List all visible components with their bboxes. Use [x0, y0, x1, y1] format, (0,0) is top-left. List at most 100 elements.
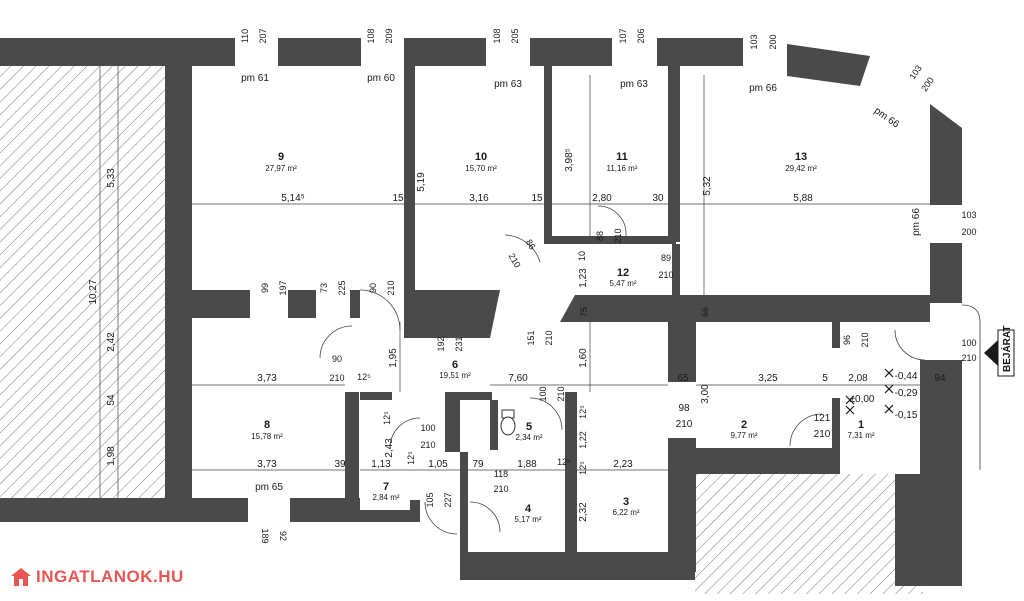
dim-label: 88	[595, 231, 605, 241]
room-area: 2,34 m²	[515, 433, 542, 442]
dim-label: 90	[332, 354, 342, 364]
dimension-lines	[99, 66, 930, 498]
dim-label: 2,80	[592, 193, 612, 204]
room-number: 3	[623, 496, 629, 508]
room-area: 15,70 m²	[465, 164, 497, 173]
dim-label: 86	[524, 238, 538, 252]
room-number: 1	[858, 419, 864, 431]
room-8: 815,78 m²	[251, 419, 283, 441]
dim-label: 5,14⁵	[281, 193, 305, 204]
dim-label: 89	[661, 253, 671, 263]
dim-label: 96	[842, 335, 852, 345]
dim-label: 100	[961, 338, 976, 348]
dim-label: 2,08	[848, 373, 868, 384]
room-6: 619,51 m²	[439, 359, 471, 380]
dim-label: 121	[814, 413, 831, 424]
dim-label: 200	[919, 75, 936, 93]
dim-label: 210	[493, 484, 508, 494]
dim-label: 12⁵	[406, 451, 416, 465]
dim-label: 30	[652, 193, 664, 204]
dim-label: 1,22	[578, 431, 588, 449]
room-2: 29,77 m²	[730, 419, 757, 440]
room-number: 11	[616, 151, 628, 163]
dim-label: 5,33	[106, 168, 117, 188]
dim-label: 79	[472, 459, 484, 470]
dim-label: pm 61	[241, 73, 269, 84]
dim-label: 3,73	[257, 373, 277, 384]
entrance-label: BEJÁRAT	[1000, 326, 1013, 372]
dim-label: 209	[384, 28, 394, 43]
room-area: 6,22 m²	[612, 508, 639, 517]
dim-label: 210	[658, 270, 673, 280]
dim-label: 3,73	[257, 459, 277, 470]
dim-label: -0,15	[895, 410, 918, 421]
room-12: 125,47 m²	[609, 267, 636, 288]
room-number: 13	[795, 151, 807, 163]
room-area: 11,16 m²	[607, 164, 638, 173]
room-area: 29,42 m²	[785, 164, 817, 173]
dim-label: pm 63	[494, 79, 522, 90]
dim-label: pm 60	[367, 73, 395, 84]
dim-label: 210	[961, 353, 976, 363]
dim-label: 5,19	[416, 172, 427, 192]
dim-label: 3,00	[700, 384, 711, 404]
dim-label: 189	[260, 528, 270, 543]
dim-label: 207	[258, 28, 268, 43]
dim-label: 2,42	[106, 332, 117, 352]
dim-label: 206	[636, 28, 646, 43]
dim-label: 210	[613, 228, 623, 243]
room-area: 27,97 m²	[265, 164, 297, 173]
dim-label: 99	[260, 283, 270, 293]
dim-label: 10	[577, 251, 587, 261]
dim-label: 151	[526, 330, 536, 345]
watermark-text: INGATLANOK.HU	[36, 567, 184, 586]
room-5: 52,34 m²	[515, 421, 542, 442]
dim-label: 1,13	[371, 459, 391, 470]
dim-label: 15	[392, 193, 404, 204]
dim-label: pm 63	[620, 79, 648, 90]
room-4: 45,17 m²	[514, 503, 541, 524]
dim-label: 210	[329, 373, 344, 383]
dim-label: 66	[700, 307, 710, 317]
entrance-marker: BEJÁRAT	[961, 304, 1015, 470]
dim-label: 210	[860, 332, 870, 347]
dim-label: pm 66	[911, 208, 922, 236]
room-area: 9,77 m²	[730, 431, 757, 440]
dim-label: 210	[814, 429, 831, 440]
dim-label: pm 66	[749, 83, 777, 94]
room-number: 6	[452, 359, 458, 371]
dim-label: 5	[822, 373, 828, 384]
room-7: 72,84 m²	[372, 481, 399, 502]
dim-label: 98	[678, 403, 690, 414]
dim-label: 3,98⁵	[564, 148, 575, 172]
dim-label: 10,27	[88, 279, 99, 304]
dim-label: 12⁵	[578, 405, 588, 419]
door-swings	[319, 205, 926, 535]
room-number: 8	[264, 419, 270, 431]
dim-label: 210	[544, 330, 554, 345]
dim-label: 1,88	[517, 459, 537, 470]
dim-label: 12⁵	[578, 461, 588, 475]
dim-label: 73	[319, 283, 329, 293]
dim-label: 1,60	[578, 348, 589, 368]
dim-label: 7,60	[508, 373, 528, 384]
room-number: 10	[475, 151, 487, 163]
dim-label: 1,23	[578, 268, 589, 288]
dim-label: 90	[368, 283, 378, 293]
dim-label: 105	[425, 492, 435, 507]
dim-label: 108	[366, 28, 376, 43]
watermark: INGATLANOK.HU	[6, 563, 212, 591]
dim-label: 210	[507, 251, 523, 269]
dim-label: 12⁵	[357, 372, 371, 382]
dimension-labels: 110 207 108 209 108 205 107 206 103 200 …	[88, 28, 977, 543]
dim-label: 12⁵	[382, 411, 392, 425]
dim-label: 65	[677, 373, 689, 384]
dim-label: 210	[386, 280, 396, 295]
dim-label: 3,16	[469, 193, 489, 204]
dim-label: 2,43	[384, 438, 395, 458]
dim-label: 108	[492, 28, 502, 43]
dim-label: 231	[454, 336, 464, 351]
dim-label: -0,29	[895, 388, 918, 399]
